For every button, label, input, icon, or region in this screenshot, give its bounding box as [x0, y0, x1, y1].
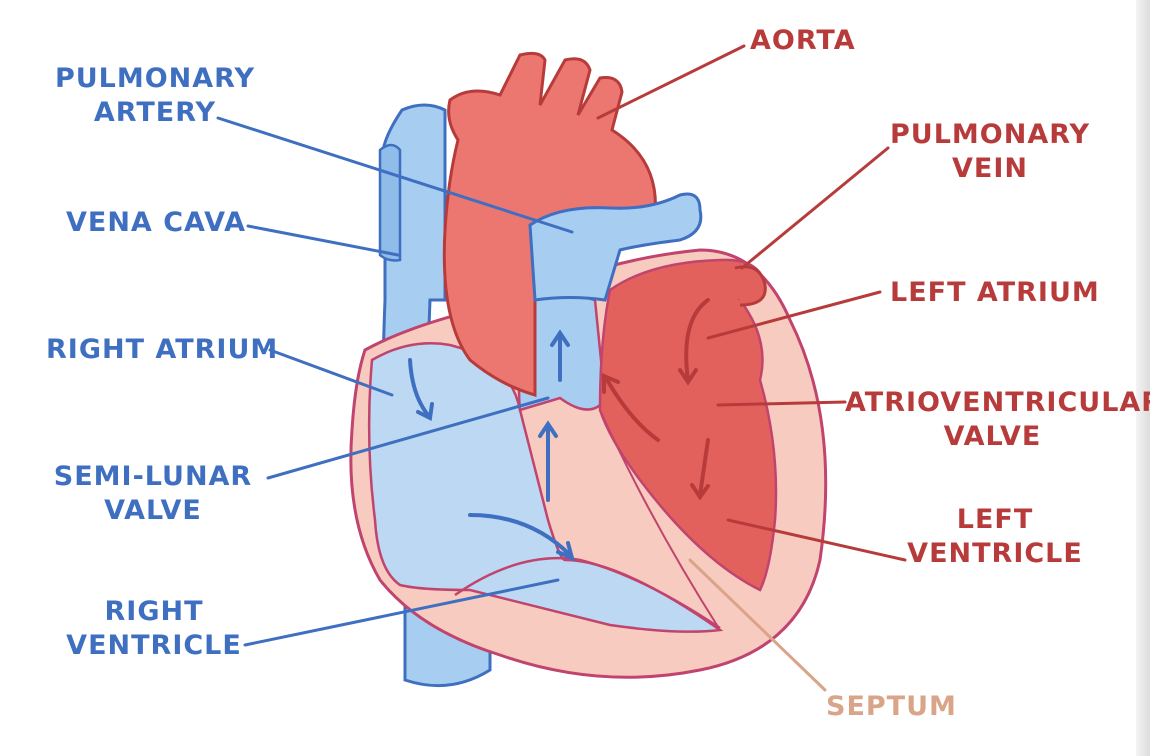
label-atrioventricular-valve: ATRIOVENTRICULAR VALVE [845, 386, 1150, 454]
vena-cava-leader [246, 224, 400, 257]
blood-flow-arrows-blue [408, 329, 575, 562]
label-left-ventricle: LEFT VENTRICLE [905, 503, 1085, 571]
label-left-ventricle-line2: VENTRICLE [907, 538, 1083, 569]
label-atrioventricular-valve-line2: VALVE [943, 421, 1042, 452]
left-chambers-shape [598, 258, 778, 592]
label-pulmonary-vein: PULMONARY VEIN [890, 118, 1090, 186]
label-pulmonary-artery-line1: PULMONARY [54, 63, 256, 94]
label-left-ventricle-line1: LEFT [956, 504, 1034, 535]
semi-lunar-valve-leader [266, 396, 550, 480]
right-ventricle-leader [243, 578, 560, 647]
page-edge-shadow [1136, 0, 1150, 756]
blood-flow-arrows-red [602, 298, 710, 501]
label-aorta: AORTA [750, 25, 856, 56]
label-pulmonary-artery: PULMONARY ARTERY [50, 62, 260, 130]
label-semi-lunar-valve: SEMI-LUNAR VALVE [48, 460, 258, 528]
septum-leader [688, 558, 827, 692]
pulmonary-artery-leader [216, 116, 574, 234]
label-right-ventricle: RIGHT VENTRICLE [64, 595, 244, 663]
aorta-leader [596, 44, 746, 120]
right-atrium-leader [268, 348, 394, 397]
label-right-atrium: RIGHT ATRIUM [46, 334, 279, 365]
pulmonary-vein-leader [740, 146, 890, 270]
label-atrioventricular-valve-line1: ATRIOVENTRICULAR [845, 387, 1150, 418]
label-pulmonary-vein-line2: VEIN [952, 153, 1028, 184]
label-pulmonary-artery-line2: ARTERY [93, 97, 217, 128]
label-right-ventricle-line1: RIGHT [104, 596, 204, 627]
label-semi-lunar-valve-line2: VALVE [104, 495, 202, 526]
label-vena-cava: VENA CAVA [66, 207, 247, 238]
left-ventricle-leader [726, 518, 907, 562]
atrioventricular-valve-leader [716, 400, 847, 407]
label-pulmonary-vein-line1: PULMONARY [890, 119, 1091, 150]
label-septum: SEPTUM [826, 691, 957, 722]
label-right-ventricle-line2: VENTRICLE [66, 630, 242, 661]
label-semi-lunar-valve-line1: SEMI-LUNAR [53, 461, 253, 492]
septum-shape [599, 409, 721, 631]
left-atrium-leader [706, 290, 882, 340]
label-left-atrium: LEFT ATRIUM [890, 277, 1100, 308]
pulmonary-artery-shape [528, 192, 703, 302]
leader-lines [216, 44, 907, 692]
